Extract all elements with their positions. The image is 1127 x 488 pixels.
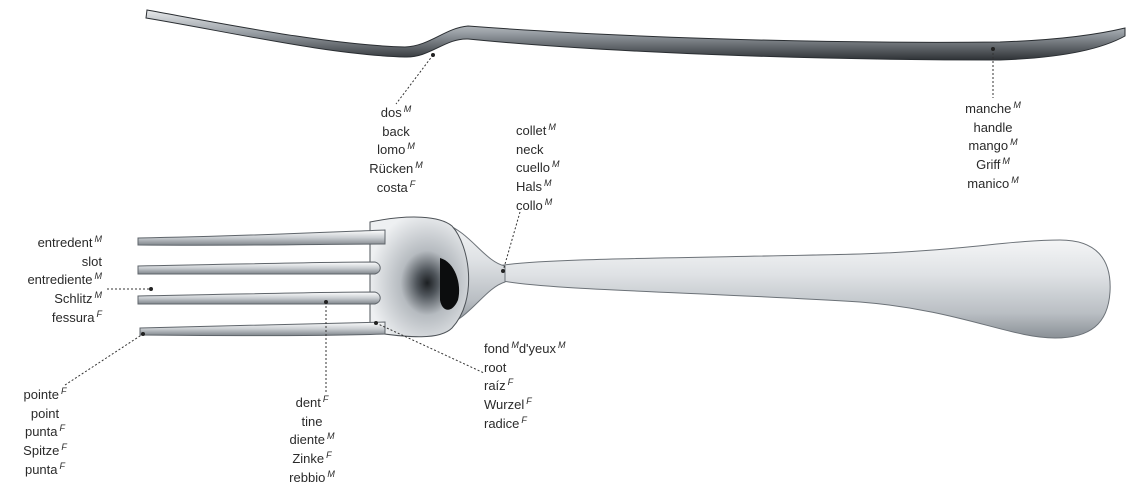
fork-tine-4: [140, 322, 385, 336]
fork-tine-1: [138, 230, 385, 245]
fork-tine-2: [138, 262, 380, 274]
leader-tine: [324, 300, 328, 392]
fork-side-view: [146, 10, 1125, 60]
leader-back: [396, 53, 435, 104]
fork-handle: [498, 240, 1110, 338]
fork-tine-3: [138, 292, 380, 304]
leader-slot: [107, 287, 153, 291]
leader-point: [65, 332, 145, 385]
